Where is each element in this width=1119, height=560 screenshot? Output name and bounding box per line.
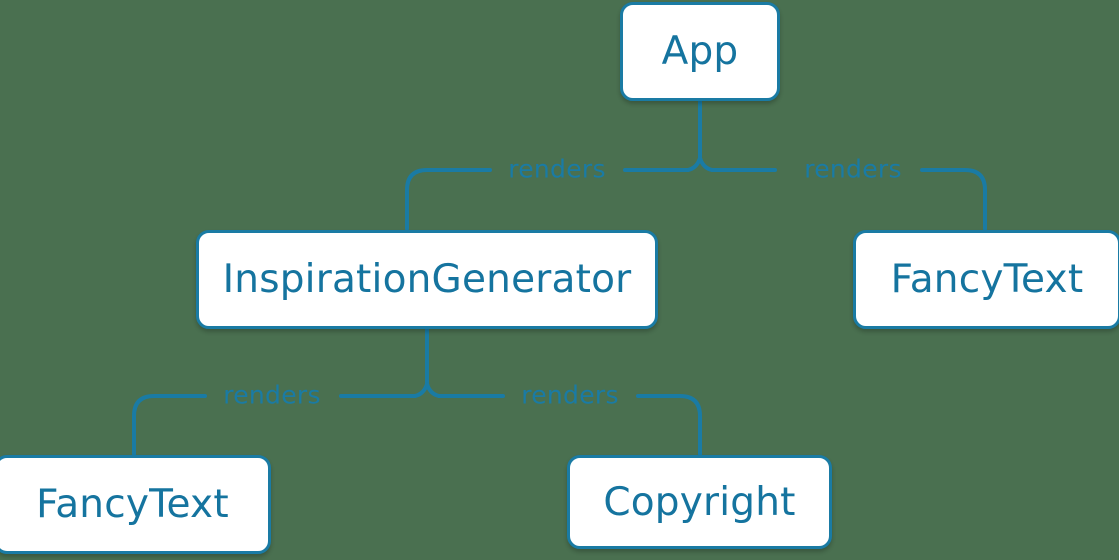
edge-inspgen-fork-left	[413, 382, 429, 398]
node-app[interactable]: App	[620, 2, 780, 101]
edge-inspgen-fork-right	[425, 382, 441, 398]
edge-label-inspirationgenerator-copyright: renders	[521, 380, 619, 410]
edge-ig-copyright-bus-right	[636, 394, 702, 456]
edge-label-app-inspirationgenerator: renders	[508, 154, 606, 184]
edge-app-fancy-bus-right	[920, 168, 987, 231]
node-copyright-label: Copyright	[603, 479, 796, 525]
edge-label-app-fancytext: renders	[804, 154, 902, 184]
edge-app-fork-left	[686, 156, 702, 172]
node-inspirationgenerator-label: InspirationGenerator	[222, 257, 632, 302]
edge-app-inspgen-bus-left	[405, 168, 492, 231]
edge-label-inspirationgenerator-fancytext: renders	[223, 380, 321, 410]
node-fancytext-left-label: FancyText	[36, 482, 229, 527]
node-fancytext-right[interactable]: FancyText	[853, 230, 1119, 329]
node-fancytext-left[interactable]: FancyText	[0, 455, 271, 554]
node-copyright[interactable]: Copyright	[567, 455, 832, 549]
node-fancytext-right-label: FancyText	[890, 257, 1084, 302]
node-app-label: App	[661, 29, 739, 74]
edge-app-fork-right	[698, 156, 714, 172]
edge-ig-fancy-bus-left	[132, 394, 207, 456]
node-inspirationgenerator[interactable]: InspirationGenerator	[196, 230, 658, 329]
